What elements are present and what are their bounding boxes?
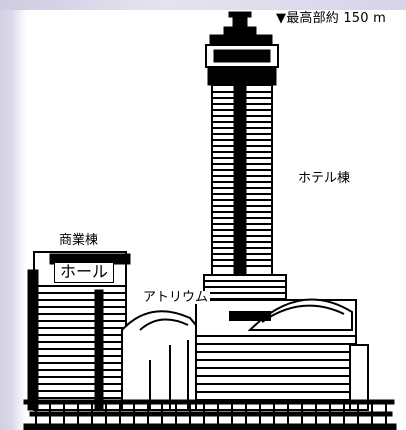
ground-level (23, 399, 397, 430)
commercial-wing-label: 商業棟 (59, 233, 99, 248)
lower-podium (195, 298, 369, 411)
hotel-wing-label: ホテル棟 (298, 171, 351, 186)
background-top-bar (0, 0, 406, 10)
atrium-dome (121, 310, 201, 411)
hotel-tower (203, 11, 287, 306)
commercial-wing (27, 251, 131, 411)
max-height-label: ▼最高部約 150 m (276, 11, 386, 26)
atrium-label: アトリウム (141, 290, 211, 305)
hall-label: ホール (54, 262, 115, 283)
